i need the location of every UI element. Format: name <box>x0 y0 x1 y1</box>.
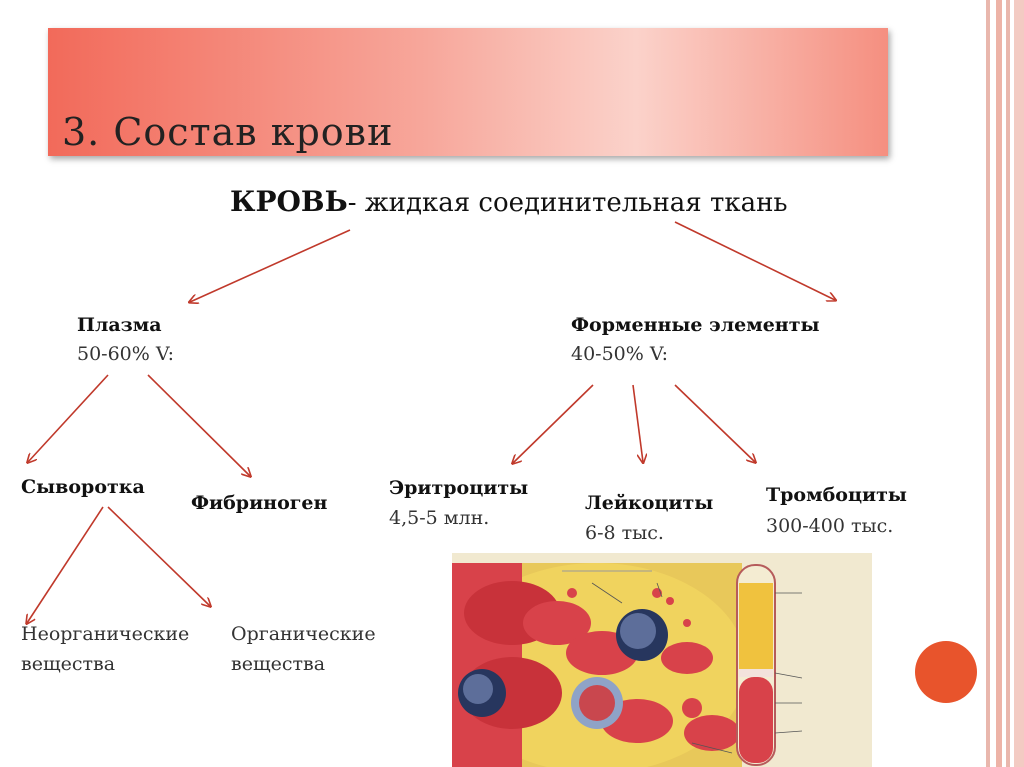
definition: КРОВЬ- жидкая соединительная ткань <box>230 185 788 218</box>
right-border-stripe <box>1014 0 1024 767</box>
plasma-value: 50-60% V: <box>77 343 175 365</box>
inorganic-line1: Неорганические <box>21 623 190 645</box>
title-banner: 3. Состав крови <box>48 28 888 156</box>
thrombocytes-value: 300-400 тыс. <box>766 515 894 537</box>
leukocytes-value: 6-8 тыс. <box>585 522 664 544</box>
slide-title: 3. Состав крови <box>62 110 394 154</box>
arrow-to-formed <box>674 221 835 300</box>
definition-text: - жидкая соединительная ткань <box>347 188 788 218</box>
arrow-to-erythrocytes <box>513 384 594 463</box>
right-border-stripe <box>996 0 1002 767</box>
leukocytes-label: Лейкоциты <box>585 492 714 514</box>
inorganic-line2: вещества <box>21 653 116 675</box>
plasma-label: Плазма <box>77 314 162 336</box>
arrow-to-thrombocytes <box>674 384 755 462</box>
serum-label: Сыворотка <box>21 476 145 498</box>
thrombocytes-label: Тромбоциты <box>766 484 907 506</box>
right-border-stripe <box>986 0 990 767</box>
arrow-to-serum <box>28 374 109 462</box>
fibrinogen-label: Фибриноген <box>191 492 328 514</box>
erythrocytes-value: 4,5-5 млн. <box>389 507 490 529</box>
arrow-to-organic <box>107 506 210 606</box>
definition-term: КРОВЬ <box>230 185 348 218</box>
formed-elements-label: Форменные элементы <box>571 314 820 336</box>
blood-illustration <box>452 553 872 767</box>
arrow-to-leukocytes <box>632 384 643 462</box>
organic-line2: вещества <box>231 653 326 675</box>
arrow-to-fibrinogen <box>147 374 250 476</box>
right-border-stripe <box>1006 0 1010 767</box>
arrow-to-inorganic <box>27 506 104 623</box>
erythrocytes-label: Эритроциты <box>389 477 529 499</box>
organic-line1: Органические <box>231 623 376 645</box>
decorative-circle <box>915 641 977 703</box>
arrow-to-plasma <box>190 229 351 302</box>
formed-elements-value: 40-50% V: <box>571 343 669 365</box>
